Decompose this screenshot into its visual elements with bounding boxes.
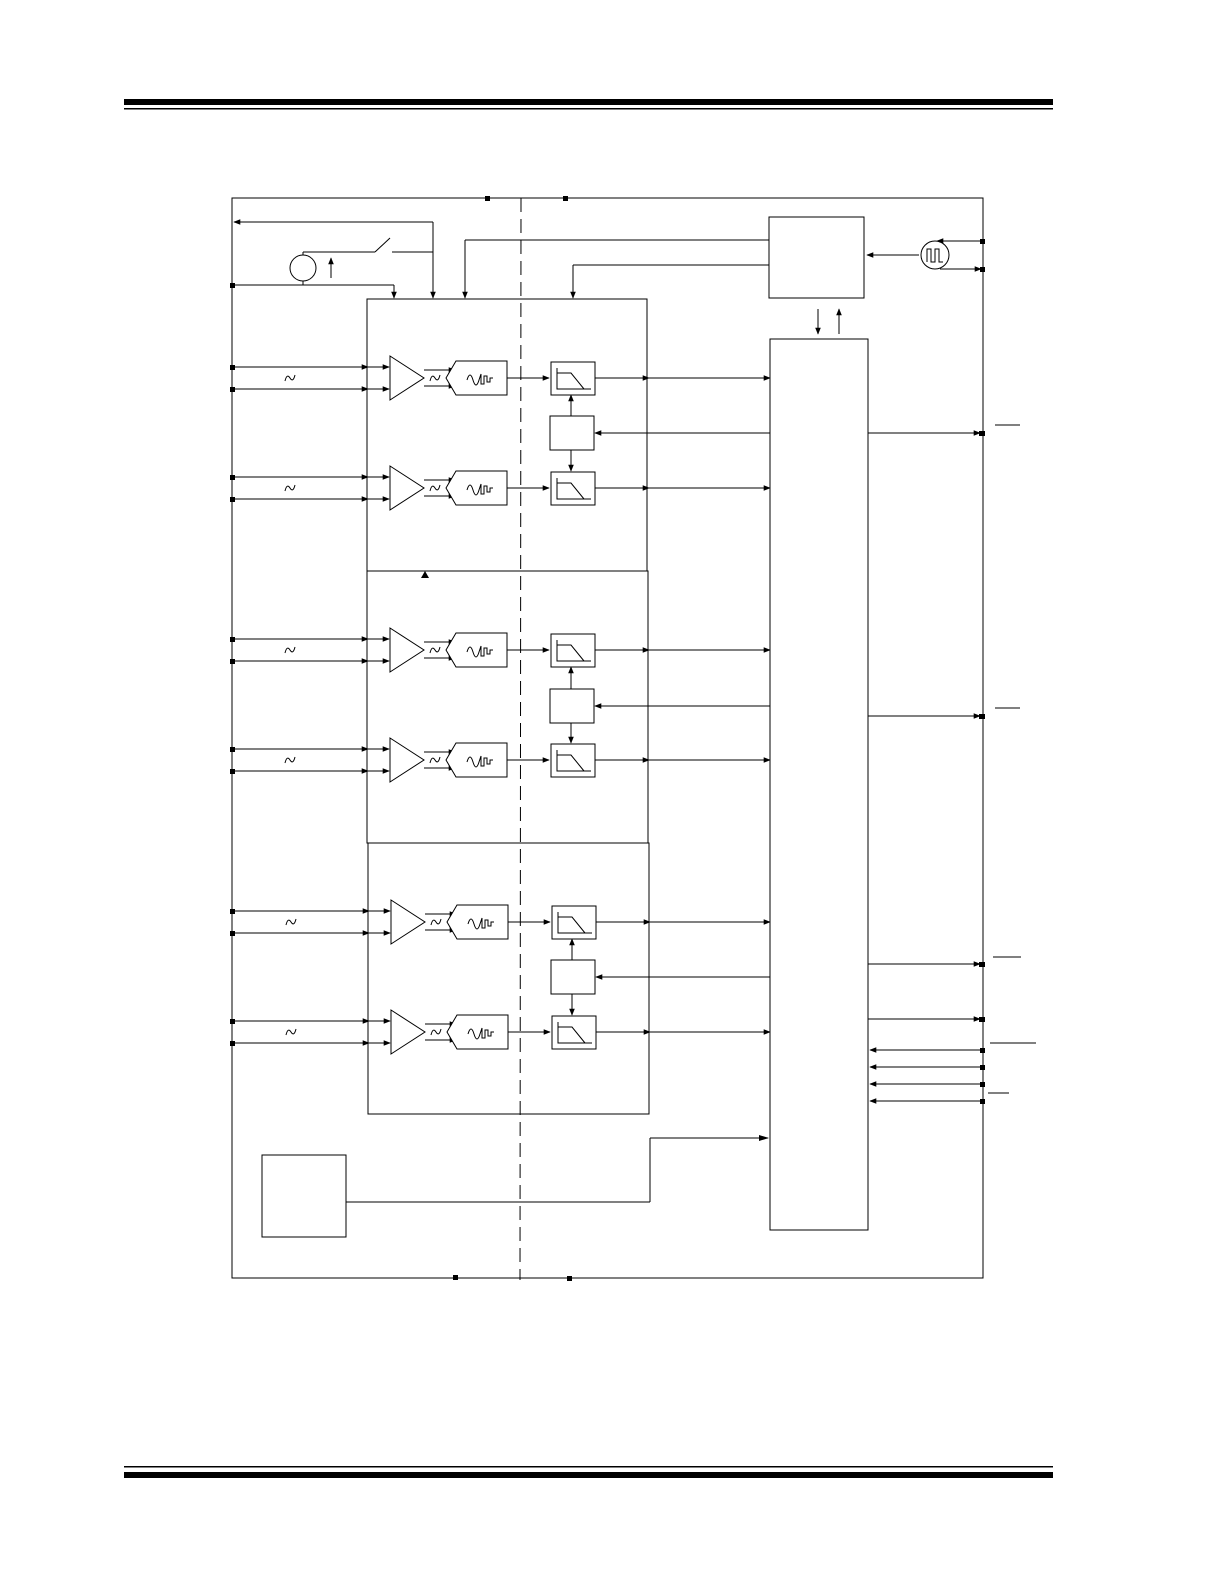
sinc-filter-icon <box>550 361 596 396</box>
sine-icon <box>429 646 441 654</box>
bottom-block <box>261 1135 769 1238</box>
filter-response <box>556 368 591 390</box>
input-pin <box>230 931 235 936</box>
oscillator-icon <box>920 240 950 270</box>
sine-icon <box>429 756 441 764</box>
sine-icon <box>284 374 296 382</box>
input-pin <box>230 387 235 392</box>
modulator-waveform <box>466 645 493 658</box>
core-pins <box>979 431 985 1104</box>
input-pin <box>230 475 235 480</box>
delta-sigma-modulator-icon <box>445 742 508 778</box>
domain-divider <box>519 197 522 1281</box>
modulator-waveform <box>467 1027 494 1040</box>
sine-icon <box>284 756 296 764</box>
delta-sigma-modulator-icon <box>445 632 508 668</box>
input-pin <box>230 909 235 914</box>
filter-response <box>556 750 591 772</box>
filter-control-block <box>549 415 595 451</box>
pga-triangle-icon <box>389 355 425 401</box>
input-pin <box>230 365 235 370</box>
header-rule <box>124 99 1053 110</box>
pga-triangle-icon <box>390 899 426 945</box>
delta-sigma-modulator-icon <box>445 470 508 506</box>
pair-link-arrow <box>421 571 429 578</box>
pga-triangle-icon <box>389 465 425 511</box>
channels <box>230 355 771 1055</box>
sine-icon <box>284 484 296 492</box>
sine-icon <box>285 918 297 926</box>
modulator-waveform <box>466 373 493 386</box>
ref-pin <box>230 283 235 288</box>
filter-control-block <box>550 959 596 995</box>
sinc-filter-icon <box>551 905 597 940</box>
clock-pins <box>980 239 985 272</box>
sine-icon <box>430 918 442 926</box>
delta-sigma-modulator-icon <box>445 360 508 396</box>
sine-icon <box>284 646 296 654</box>
filter-response <box>556 640 591 662</box>
input-pin <box>230 1019 235 1024</box>
sine-icon <box>285 1028 297 1036</box>
input-pin <box>230 1041 235 1046</box>
reference-section <box>233 219 436 299</box>
delta-sigma-modulator-icon <box>446 1014 509 1050</box>
filter-response <box>557 912 592 934</box>
clock-control-block <box>462 216 982 335</box>
modulator-waveform <box>466 483 493 496</box>
sine-icon <box>429 484 441 492</box>
outline-pins <box>453 196 572 1281</box>
modulator-waveform <box>467 917 494 930</box>
pga-triangle-icon <box>389 627 425 673</box>
sine-icon <box>429 374 441 382</box>
core-io <box>868 424 1036 1104</box>
input-pin <box>230 497 235 502</box>
input-pin <box>230 659 235 664</box>
modulator-waveform <box>466 755 493 768</box>
input-pin <box>230 747 235 752</box>
sinc-filter-icon <box>550 471 596 506</box>
digital-core-block <box>769 338 869 1231</box>
sine-icon <box>430 1028 442 1036</box>
pga-triangle-icon <box>390 1009 426 1055</box>
voltage-reference-icon <box>289 254 317 282</box>
input-pin <box>230 637 235 642</box>
footer-rule <box>124 1466 1053 1478</box>
sinc-filter-icon <box>550 633 596 668</box>
filter-response <box>557 1022 592 1044</box>
input-pin <box>230 769 235 774</box>
pga-triangle-icon <box>389 737 425 783</box>
delta-sigma-modulator-icon <box>446 904 509 940</box>
sinc-filter-icon <box>551 1015 597 1050</box>
sinc-filter-icon <box>550 743 596 778</box>
channel-pair-boxes <box>366 298 650 1115</box>
filter-response <box>556 478 591 500</box>
package-outline <box>231 197 984 1279</box>
filter-control-block <box>549 688 595 724</box>
